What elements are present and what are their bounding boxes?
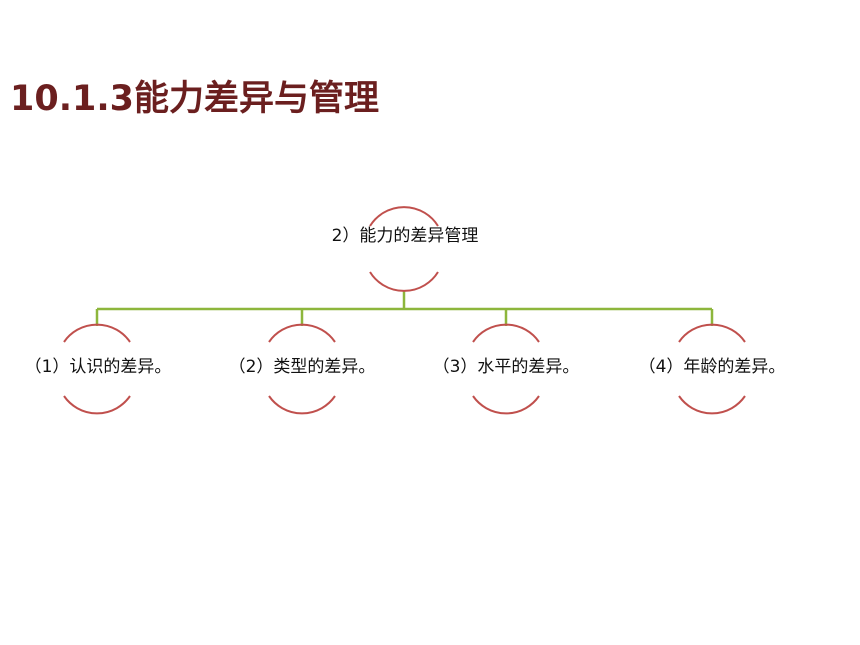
child-node-4 <box>678 323 746 415</box>
child-4-arc-top <box>678 323 746 343</box>
root-arc-bottom <box>369 271 439 292</box>
child-node-3 <box>472 323 540 415</box>
child-2-arc-bottom <box>268 395 336 415</box>
child-3-arc-top <box>472 323 540 343</box>
connector-lines <box>95 290 714 326</box>
child-node-label-3: （3）水平的差异。 <box>432 357 580 377</box>
child-1-arc-bottom <box>63 395 131 415</box>
child-node-1 <box>63 323 131 415</box>
root-arc-top <box>369 206 439 227</box>
child-node-2 <box>268 323 336 415</box>
page-title: 10.1.3能力差异与管理 <box>10 79 380 119</box>
child-node-label-2: （2）类型的差异。 <box>228 357 376 377</box>
child-4-arc-bottom <box>678 395 746 415</box>
child-node-label-4: （4）年龄的差异。 <box>638 357 786 377</box>
child-2-arc-top <box>268 323 336 343</box>
root-node-label: 2）能力的差异管理 <box>331 226 479 246</box>
child-3-arc-bottom <box>472 395 540 415</box>
child-1-arc-top <box>63 323 131 343</box>
root-node <box>369 206 439 292</box>
child-node-label-1: （1）认识的差异。 <box>24 357 172 377</box>
